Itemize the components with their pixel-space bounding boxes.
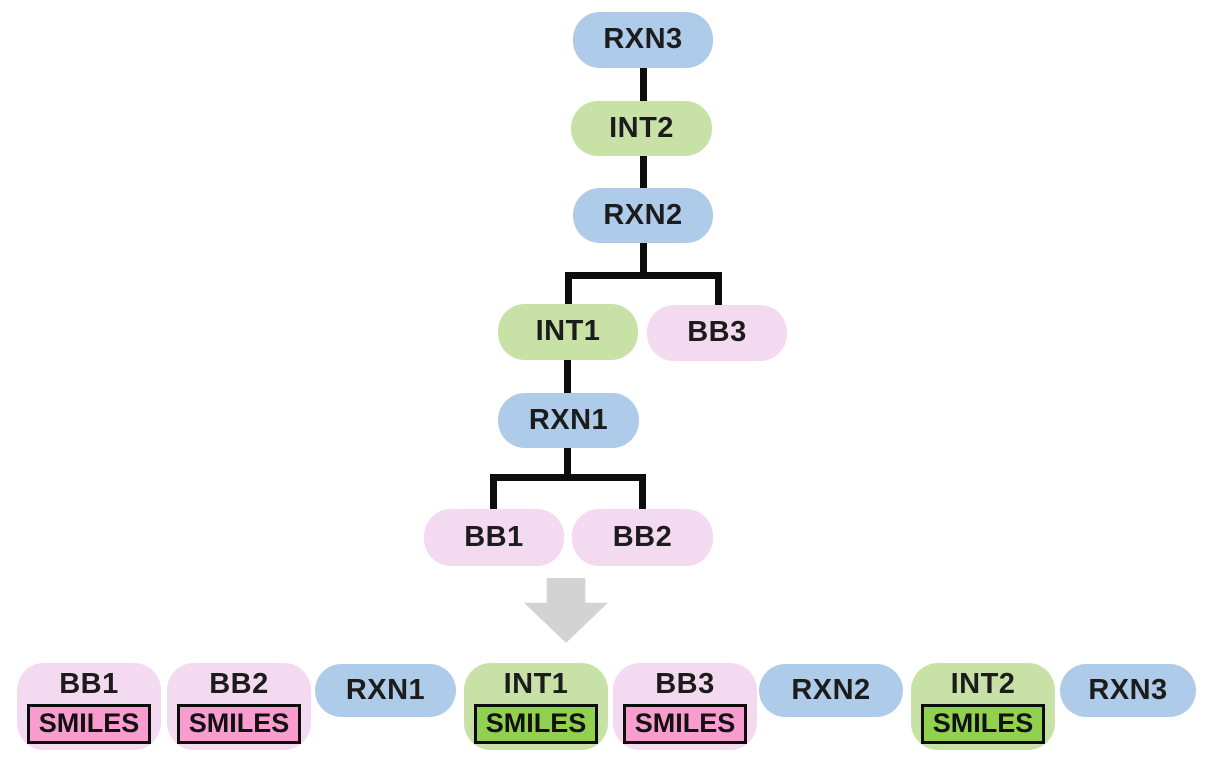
tree-node-int1: INT1 xyxy=(498,304,638,360)
sequence-item-int2-smiles-badge: SMILES xyxy=(920,703,1046,744)
connector-rxn3-int2 xyxy=(640,40,647,110)
tree-node-bb2: BB2 xyxy=(572,509,713,566)
sequence-item-bb2: BB2 SMILES xyxy=(167,663,311,750)
connector-int2-rxn2 xyxy=(640,130,647,200)
sequence-item-int1-smiles-badge: SMILES xyxy=(473,703,599,744)
branch-leg-bb1 xyxy=(490,474,497,520)
tree-node-rxn3-label: RXN3 xyxy=(603,23,683,56)
sequence-item-int2-label: INT2 xyxy=(950,668,1016,701)
tree-node-rxn1: RXN1 xyxy=(498,393,639,448)
sequence-item-bb3-smiles-badge: SMILES xyxy=(622,703,748,744)
sequence-item-bb1-label: BB1 xyxy=(59,668,119,701)
branch-bar-rxn2 xyxy=(565,272,722,279)
tree-node-int2: INT2 xyxy=(571,101,712,156)
sequence-item-rxn1: RXN1 xyxy=(315,664,456,717)
branch-bar-rxn1 xyxy=(490,474,646,481)
tree-node-bb1: BB1 xyxy=(424,509,564,566)
tree-node-int2-label: INT2 xyxy=(609,111,674,144)
tree-node-rxn2-label: RXN2 xyxy=(603,198,683,231)
sequence-item-bb1: BB1 SMILES xyxy=(17,663,161,750)
tree-node-bb1-label: BB1 xyxy=(464,520,524,553)
tree-node-rxn2: RXN2 xyxy=(573,188,713,243)
tree-node-bb2-label: BB2 xyxy=(612,520,673,553)
connector-rxn1-branch xyxy=(564,430,571,481)
sequence-item-rxn1-label: RXN1 xyxy=(345,673,426,706)
sequence-item-int1: INT1 SMILES xyxy=(464,663,608,750)
down-arrow-icon xyxy=(524,578,608,643)
sequence-item-rxn3: RXN3 xyxy=(1060,664,1196,717)
sequence-item-bb1-smiles-badge: SMILES xyxy=(26,703,152,744)
tree-node-bb3-label: BB3 xyxy=(687,316,747,349)
sequence-item-bb3: BB3 SMILES xyxy=(613,663,757,750)
connector-rxn2-branch xyxy=(640,220,647,279)
tree-node-int1-label: INT1 xyxy=(535,315,601,348)
branch-leg-int1 xyxy=(565,272,572,320)
tree-node-rxn1-label: RXN1 xyxy=(528,403,609,436)
branch-leg-bb3 xyxy=(715,272,722,320)
sequence-item-bb2-label: BB2 xyxy=(209,668,269,701)
branch-leg-bb2 xyxy=(639,474,646,520)
sequence-item-rxn2-label: RXN2 xyxy=(791,673,871,706)
sequence-item-int2: INT2 SMILES xyxy=(911,663,1055,750)
sequence-item-int1-label: INT1 xyxy=(503,668,569,701)
sequence-item-bb3-label: BB3 xyxy=(655,668,715,701)
tree-node-rxn3: RXN3 xyxy=(573,12,713,68)
tree-node-bb3: BB3 xyxy=(647,305,787,361)
sequence-item-rxn3-label: RXN3 xyxy=(1088,673,1168,706)
sequence-item-rxn2: RXN2 xyxy=(759,664,903,717)
connector-int1-rxn1 xyxy=(564,340,571,410)
sequence-item-bb2-smiles-badge: SMILES xyxy=(176,703,302,744)
